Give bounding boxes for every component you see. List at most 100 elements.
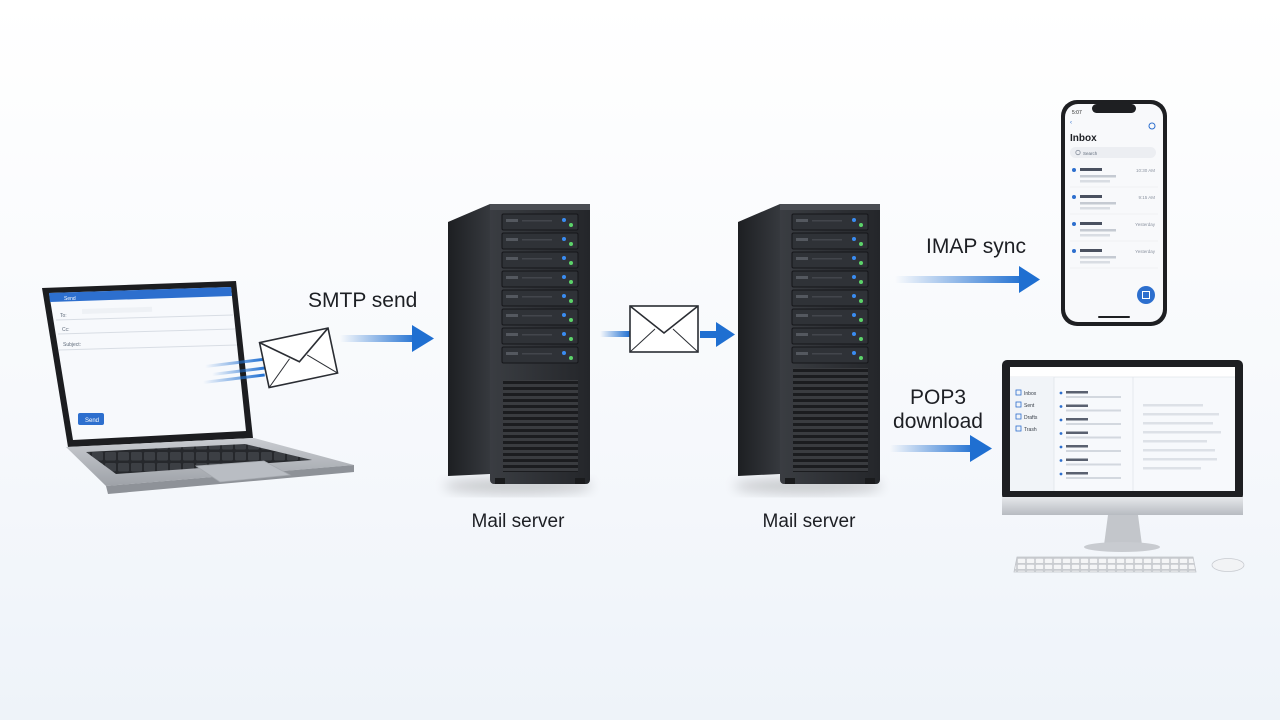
status-led xyxy=(852,218,856,222)
status-led xyxy=(562,294,566,298)
mail-server-right xyxy=(733,204,883,494)
mouse xyxy=(1211,558,1245,572)
desktop-message-row[interactable] xyxy=(1059,418,1121,425)
desktop-message-row[interactable] xyxy=(1059,472,1121,479)
unread-dot xyxy=(1059,418,1063,422)
rack-unit xyxy=(501,308,579,326)
folder-icon xyxy=(1015,401,1022,408)
folder-label: Sent xyxy=(1024,403,1035,409)
reading-pane-line xyxy=(1143,440,1207,443)
rack-unit xyxy=(791,327,869,345)
status-led xyxy=(852,256,856,260)
sending-motion-lines xyxy=(203,357,267,384)
status-led xyxy=(562,237,566,241)
smartphone: 5:07 ‹ Inbox Search 10:30 AM9:15 AMYeste… xyxy=(1061,100,1167,326)
subject-label: Subject: xyxy=(63,342,81,348)
mail-server-right-label: Mail server xyxy=(762,511,856,532)
mail-server-left-label: Mail server xyxy=(471,511,565,532)
phone-message-item[interactable]: Yesterday xyxy=(1070,222,1158,242)
phone-message-item[interactable]: Yesterday xyxy=(1070,249,1158,269)
status-led xyxy=(569,318,573,322)
status-led xyxy=(562,256,566,260)
mail-server-left xyxy=(443,204,593,494)
laptop-send-button[interactable] xyxy=(78,413,104,425)
settings-icon[interactable] xyxy=(1148,122,1156,130)
to-label: To: xyxy=(60,313,67,319)
desktop-message-row[interactable] xyxy=(1059,431,1121,439)
search-icon xyxy=(1075,149,1081,156)
compose-fab-button[interactable] xyxy=(1137,286,1155,304)
status-led xyxy=(852,351,856,355)
status-led xyxy=(569,356,573,360)
unread-dot xyxy=(1072,222,1076,226)
folder-item-sent[interactable]: Sent xyxy=(1015,401,1035,409)
rack-unit xyxy=(501,270,579,288)
rack-unit xyxy=(791,308,869,326)
relay-arrow-in xyxy=(600,331,630,337)
folder-item-trash[interactable]: Trash xyxy=(1015,425,1037,433)
phone-message-item[interactable]: 10:30 AM xyxy=(1070,168,1158,188)
phone-search-input[interactable] xyxy=(1070,147,1156,158)
reading-pane-line xyxy=(1143,458,1217,461)
compose-icon xyxy=(1142,291,1150,299)
rack-unit xyxy=(501,289,579,307)
phone-search-placeholder: Search xyxy=(1083,151,1098,156)
message-time: Yesterday xyxy=(1135,222,1156,227)
desktop-message-row[interactable] xyxy=(1059,391,1121,398)
rack-unit xyxy=(791,289,869,307)
rack-unit xyxy=(791,251,869,269)
status-led xyxy=(859,299,863,303)
status-led xyxy=(859,337,863,341)
status-led xyxy=(852,332,856,336)
status-led xyxy=(569,280,573,284)
envelope-icon-relay xyxy=(629,305,699,353)
folder-icon xyxy=(1015,425,1022,432)
message-time: 10:30 AM xyxy=(1136,168,1155,173)
desktop-message-row[interactable] xyxy=(1059,404,1121,412)
laptop-send-label: Send xyxy=(85,418,99,424)
status-led xyxy=(859,280,863,284)
unread-dot xyxy=(1072,249,1076,253)
status-led xyxy=(852,294,856,298)
back-chevron-icon[interactable]: ‹ xyxy=(1070,120,1072,126)
rack-unit xyxy=(791,232,869,250)
folder-label: Trash xyxy=(1024,427,1037,433)
status-led xyxy=(562,313,566,317)
rack-unit xyxy=(501,251,579,269)
status-led xyxy=(859,356,863,360)
unread-dot xyxy=(1072,168,1076,172)
unread-dot xyxy=(1059,405,1063,408)
unread-dot xyxy=(1059,472,1063,476)
desktop-message-row[interactable] xyxy=(1059,445,1121,452)
rack-unit xyxy=(501,346,579,364)
pop3-label-line1: POP3 xyxy=(909,386,967,409)
reading-pane-line xyxy=(1143,431,1221,434)
imap-sync-label: IMAP sync xyxy=(926,235,1026,258)
unread-dot xyxy=(1072,195,1076,199)
laptop: Send To: Cc: Subject: Send xyxy=(42,281,354,494)
status-led xyxy=(852,275,856,279)
status-led xyxy=(569,337,573,341)
reading-pane-line xyxy=(1143,413,1219,416)
phone-status-time: 5:07 xyxy=(1072,110,1082,116)
laptop-compose-title: Send xyxy=(64,296,76,302)
folder-item-inbox[interactable]: Inbox xyxy=(1015,389,1037,397)
status-led xyxy=(859,261,863,265)
reading-pane-line xyxy=(1143,449,1215,452)
phone-message-item[interactable]: 9:15 AM xyxy=(1070,195,1158,215)
envelope-icon xyxy=(258,327,339,389)
status-led xyxy=(569,261,573,265)
status-led xyxy=(852,237,856,241)
folder-label: Drafts xyxy=(1024,415,1038,421)
status-led xyxy=(859,242,863,246)
rack-unit xyxy=(791,270,869,288)
desktop-message-row[interactable] xyxy=(1059,458,1121,466)
unread-dot xyxy=(1059,445,1063,449)
status-led xyxy=(569,299,573,303)
folder-item-drafts[interactable]: Drafts xyxy=(1015,413,1038,421)
status-led xyxy=(562,275,566,279)
unread-dot xyxy=(1059,391,1063,395)
cc-label: Cc: xyxy=(62,327,70,333)
imap-arrow xyxy=(895,266,1040,293)
